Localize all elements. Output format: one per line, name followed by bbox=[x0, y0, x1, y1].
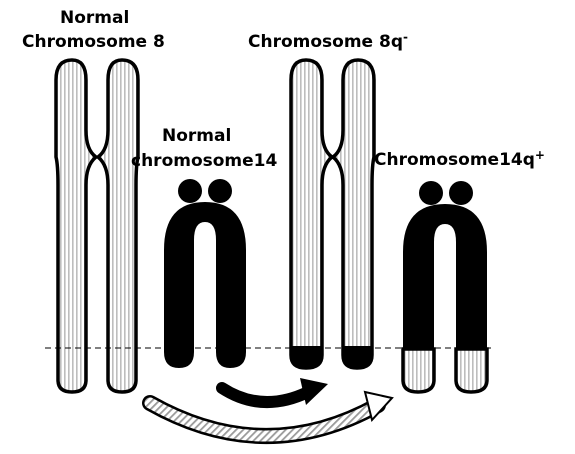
normal-chromosome-8 bbox=[56, 60, 138, 392]
translocated-arm-left bbox=[403, 349, 434, 392]
label-chromosome-8q-base: Chromosome 8q bbox=[248, 32, 403, 52]
satellite-right bbox=[449, 181, 473, 205]
label-chromosome-14q-plus: Chromosome14q+ bbox=[374, 150, 545, 170]
chromatid-left bbox=[291, 60, 332, 368]
chromosome-14q-body bbox=[403, 204, 487, 349]
chromosome-14-body bbox=[164, 202, 246, 368]
satellite-left bbox=[178, 179, 202, 203]
satellite-right bbox=[208, 179, 232, 203]
label-chromosome-8q-superscript: - bbox=[403, 30, 408, 44]
label-normal-chromosome-14-line1: Normal bbox=[162, 126, 231, 146]
chromosome-8q-minus bbox=[291, 60, 374, 368]
label-normal-chromosome-8-line2: Chromosome 8 bbox=[22, 32, 165, 52]
translocated-arm-right bbox=[456, 349, 487, 392]
label-normal-chromosome-8-line1: Normal bbox=[60, 8, 129, 28]
chromatid-right bbox=[98, 60, 138, 392]
label-chromosome-8q-minus: Chromosome 8q- bbox=[248, 32, 408, 52]
chromatid-left bbox=[56, 60, 96, 392]
label-chromosome-14q-base: Chromosome14q bbox=[374, 150, 535, 170]
chromosome-14q-plus bbox=[403, 181, 487, 392]
black-translocation-arrow bbox=[222, 378, 328, 405]
label-chromosome-14q-superscript: + bbox=[535, 148, 545, 162]
normal-chromosome-14 bbox=[164, 179, 246, 368]
label-normal-chromosome-14-line2: chromosome14 bbox=[131, 151, 277, 171]
chromatid-right bbox=[333, 60, 374, 368]
translocated-segment-left bbox=[291, 346, 322, 368]
translocated-segment-right bbox=[343, 346, 372, 368]
satellite-left bbox=[419, 181, 443, 205]
